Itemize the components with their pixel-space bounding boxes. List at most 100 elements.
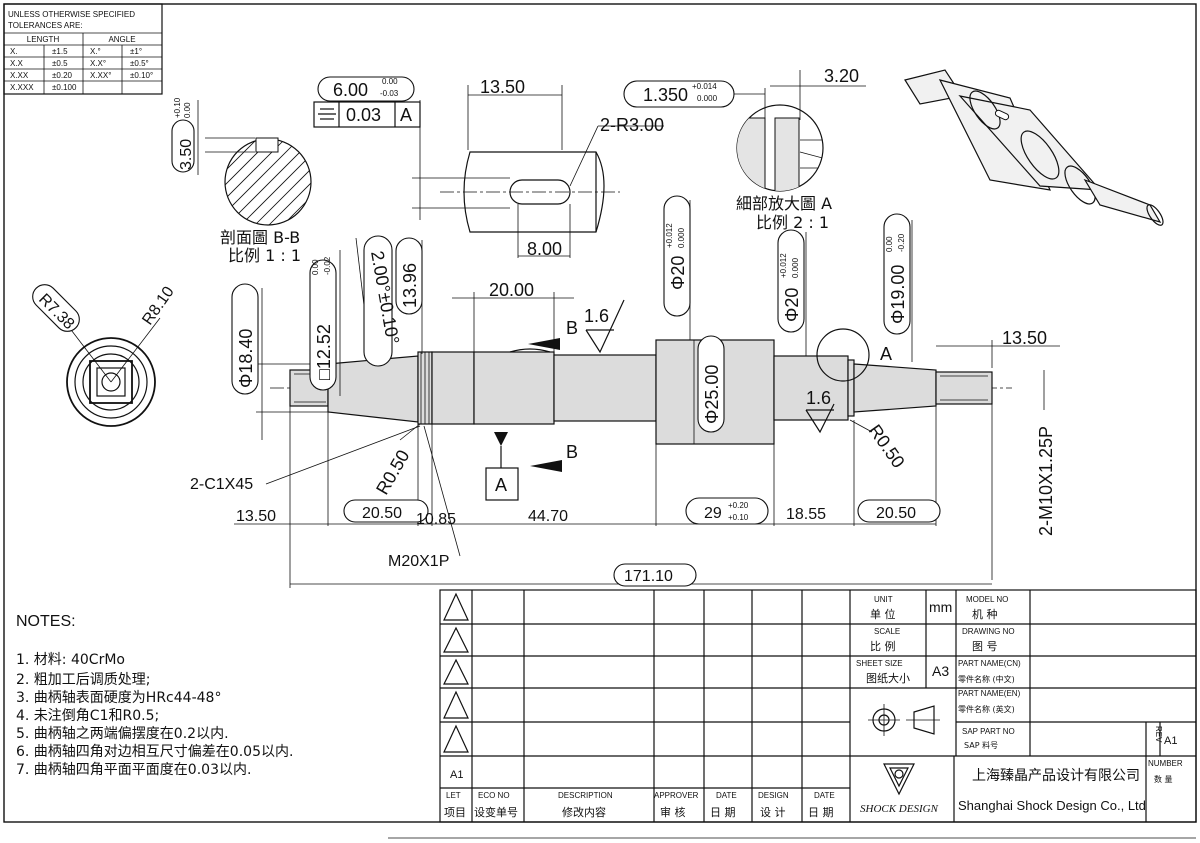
note-item: 3. 曲柄轴表面硬度为HRc44-48°	[16, 690, 221, 706]
datum-a: A	[495, 475, 507, 495]
tol-row-fmt: X.°	[90, 47, 101, 56]
gtol-value: 0.03	[346, 105, 381, 125]
main-dimensions: Φ18.40 □12.52 0.00 -0.02 2.00°±0.10° 13.…	[190, 195, 1060, 588]
projection-symbol-icon	[868, 704, 940, 736]
sheet-label-en: SHEET SIZE	[856, 659, 903, 668]
dim-len1855: 18.55	[786, 506, 826, 523]
tol-upper: +0.20	[728, 501, 749, 510]
unit-label-cn: 单 位	[870, 607, 896, 621]
rev-header: 日 期	[710, 806, 736, 819]
sap-label-en: SAP PART NO	[962, 727, 1015, 736]
section-bb-view: 3.50 +0.10 0.00 剖面圖 B-B 比例 1 : 1	[171, 97, 312, 265]
dim-slot-width-8: 8.00	[527, 239, 562, 259]
notes: NOTES: 1. 材料: 40CrMo 2. 粗加工后调质处理; 3. 曲柄轴…	[16, 613, 293, 778]
rev-header: 设 计	[760, 806, 786, 819]
sheet-label-cn: 图纸大小	[866, 671, 910, 685]
note-item: 5. 曲柄轴之两端偏摆度在0.2以内.	[16, 726, 229, 742]
number-label-en: NUMBER	[1148, 759, 1183, 768]
tol-lower: -0.03	[380, 89, 399, 98]
rev-label: A1	[450, 769, 463, 781]
rev-header: 日 期	[808, 806, 834, 819]
dim-slot-length: 13.50	[480, 77, 525, 97]
unit-value: mm	[929, 599, 952, 615]
partname-cn-en: PART NAME(CN)	[958, 659, 1021, 668]
rev-vertical: REV	[1154, 726, 1163, 743]
rev-header: APPROVER	[654, 791, 699, 800]
roughness-1: 1.6	[584, 306, 609, 326]
end-view: R7.38 R8.10	[32, 283, 178, 427]
detail-a-ref: A	[880, 344, 892, 364]
dim-sq1252: □12.52	[314, 324, 334, 380]
gtol-datum: A	[400, 105, 412, 125]
logo-text: SHOCK DESIGN	[860, 803, 939, 815]
dim-slot-width: 6.00	[333, 80, 368, 100]
company-logo-icon: SHOCK DESIGN	[860, 763, 939, 815]
angle-header: ANGLE	[108, 35, 135, 44]
detail-a-title: 細部放大圖 A	[736, 194, 832, 213]
note-item: 1. 材料: 40CrMo	[16, 652, 125, 668]
rev-header: DATE	[814, 791, 835, 800]
tol-upper: +0.10	[173, 97, 182, 118]
tol-lower: 0.000	[697, 94, 718, 103]
tol-row-fmt: X.XXX	[10, 83, 34, 92]
dim-len2050b: 20.50	[876, 505, 916, 522]
tol-row-fmt: X.X	[10, 59, 24, 68]
rev-header: 设变单号	[474, 805, 518, 819]
number-label-cn: 数 量	[1154, 774, 1173, 784]
tol-row-fmt: X.	[10, 47, 18, 56]
tol-row-value: ±0.5	[52, 59, 68, 68]
company-name-cn: 上海臻晶产品设计有限公司	[972, 768, 1140, 784]
title-block: A1 LET 项目 ECO NO 设变单号 DESCRIPTION 修改内容 A…	[439, 589, 1197, 823]
tol-row-value: ±0.100	[52, 83, 77, 92]
tol-lower: 0.000	[791, 257, 800, 278]
notes-title: NOTES:	[16, 613, 76, 630]
tolerance-title-2: TOLERANCES ARE:	[8, 21, 83, 30]
dim-d1900: Φ19.00	[888, 265, 908, 324]
note-item: 4. 未注倒角C1和R0.5;	[16, 708, 159, 724]
dim-len2000: 20.00	[489, 280, 534, 300]
rev-header: LET	[446, 791, 461, 800]
tol-lower: -0.02	[323, 256, 332, 275]
rev-header: DESIGN	[758, 791, 789, 800]
dim-total: 171.10	[624, 568, 673, 585]
dim-d1396: 13.96	[400, 263, 420, 308]
thread-small: 2-M10X1.25P	[1036, 426, 1056, 536]
section-bb-scale: 比例 1 : 1	[228, 246, 301, 265]
tol-lower: 0.00	[183, 102, 192, 118]
isometric-view	[904, 69, 1164, 226]
dim-len1085: 10.85	[416, 511, 456, 528]
dim-len1350r: 13.50	[1002, 328, 1047, 348]
detail-a-view: 1.350 +0.014 0.000 3.20 細部放大圖 A 比例 2 : 1	[623, 66, 866, 232]
rev-header: 审 核	[660, 805, 686, 819]
dim-groove: 1.350	[643, 85, 688, 105]
note-item: 7. 曲柄轴四角平面平面度在0.03以内.	[16, 762, 251, 778]
section-bb-title: 剖面圖 B-B	[220, 228, 300, 247]
dim-len4470: 44.70	[528, 508, 568, 525]
tol-upper: 0.00	[382, 77, 398, 86]
dim-section-depth: 3.50	[178, 139, 195, 170]
tol-row-value: ±0.20	[52, 71, 73, 80]
partname-cn-cn: 零件名称 (中文)	[958, 674, 1015, 684]
unit-label-en: UNIT	[874, 595, 893, 604]
dim-d20a: Φ20	[668, 256, 688, 290]
rev-header: DESCRIPTION	[558, 791, 613, 800]
partname-en-cn: 零件名称 (英文)	[958, 704, 1015, 714]
tol-row-value: ±1.5	[52, 47, 68, 56]
scale-label-cn: 比 例	[870, 639, 896, 653]
section-mark-bottom: B	[566, 442, 578, 462]
roughness-2: 1.6	[806, 388, 831, 408]
dim-r050a: R0.50	[372, 446, 413, 498]
tol-lower: -0.20	[897, 233, 906, 252]
dim-len1350l: 13.50	[236, 508, 276, 525]
section-mark-top: B	[566, 318, 578, 338]
drawing-label-cn: 图 号	[972, 640, 998, 653]
tol-upper: +0.012	[665, 223, 674, 248]
rev-header: DATE	[716, 791, 737, 800]
scale-label-en: SCALE	[874, 627, 900, 636]
dim-d1840: Φ18.40	[236, 329, 256, 388]
note-item: 6. 曲柄轴四角对边相互尺寸偏差在0.05以内.	[16, 744, 293, 760]
tol-row-fmt: X.X°	[90, 59, 106, 68]
dim-slot-radius: 2-R3.00	[600, 115, 664, 135]
detail-a-scale: 比例 2 : 1	[756, 213, 829, 232]
tol-upper: 0.00	[311, 259, 320, 275]
